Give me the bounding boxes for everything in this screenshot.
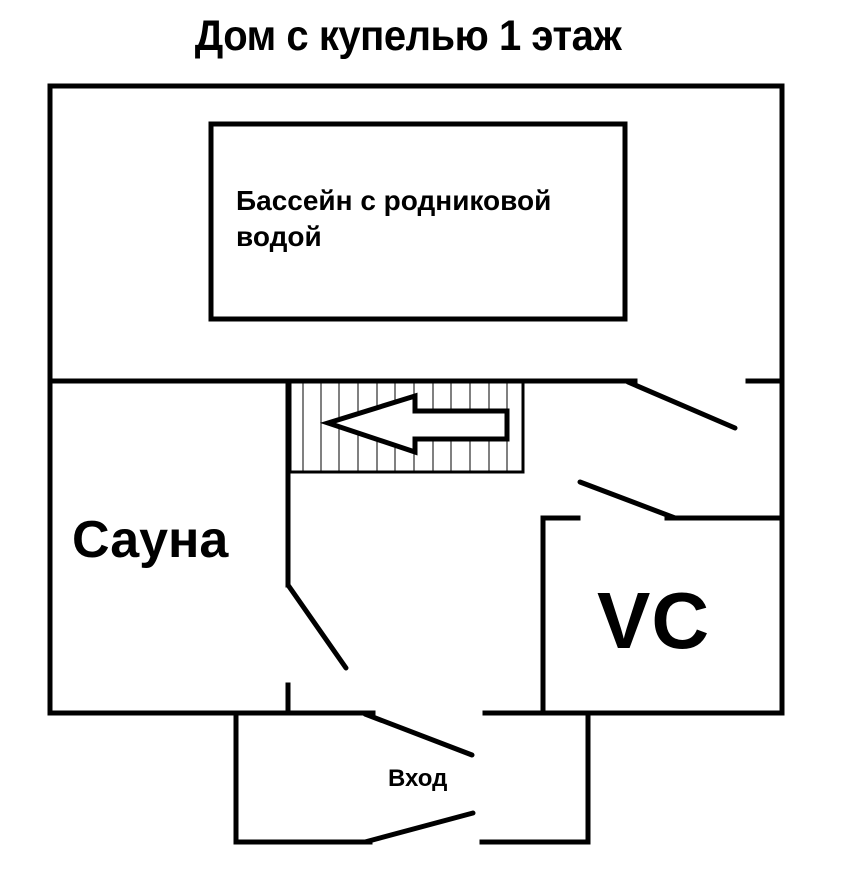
doors [285,379,738,845]
door-entry-inner[interactable] [362,711,475,758]
wc-label: VC [597,576,711,665]
page-title: Дом с купелью 1 этаж [194,12,622,60]
outer-walls [47,83,785,716]
arrow-left-icon [319,392,510,456]
stairs-outline [288,380,525,474]
pool-label: Бассейн с родниковой водой [236,185,552,252]
entry-walls [233,710,591,845]
door-pool[interactable] [625,379,738,431]
door-entry-outer[interactable] [362,810,476,845]
door-sauna[interactable] [285,582,349,671]
sauna-label: Сауна [72,511,229,569]
stairs [288,380,525,474]
door-wc[interactable] [577,479,678,521]
entry-label: Вход [388,765,448,792]
pool [208,121,628,322]
